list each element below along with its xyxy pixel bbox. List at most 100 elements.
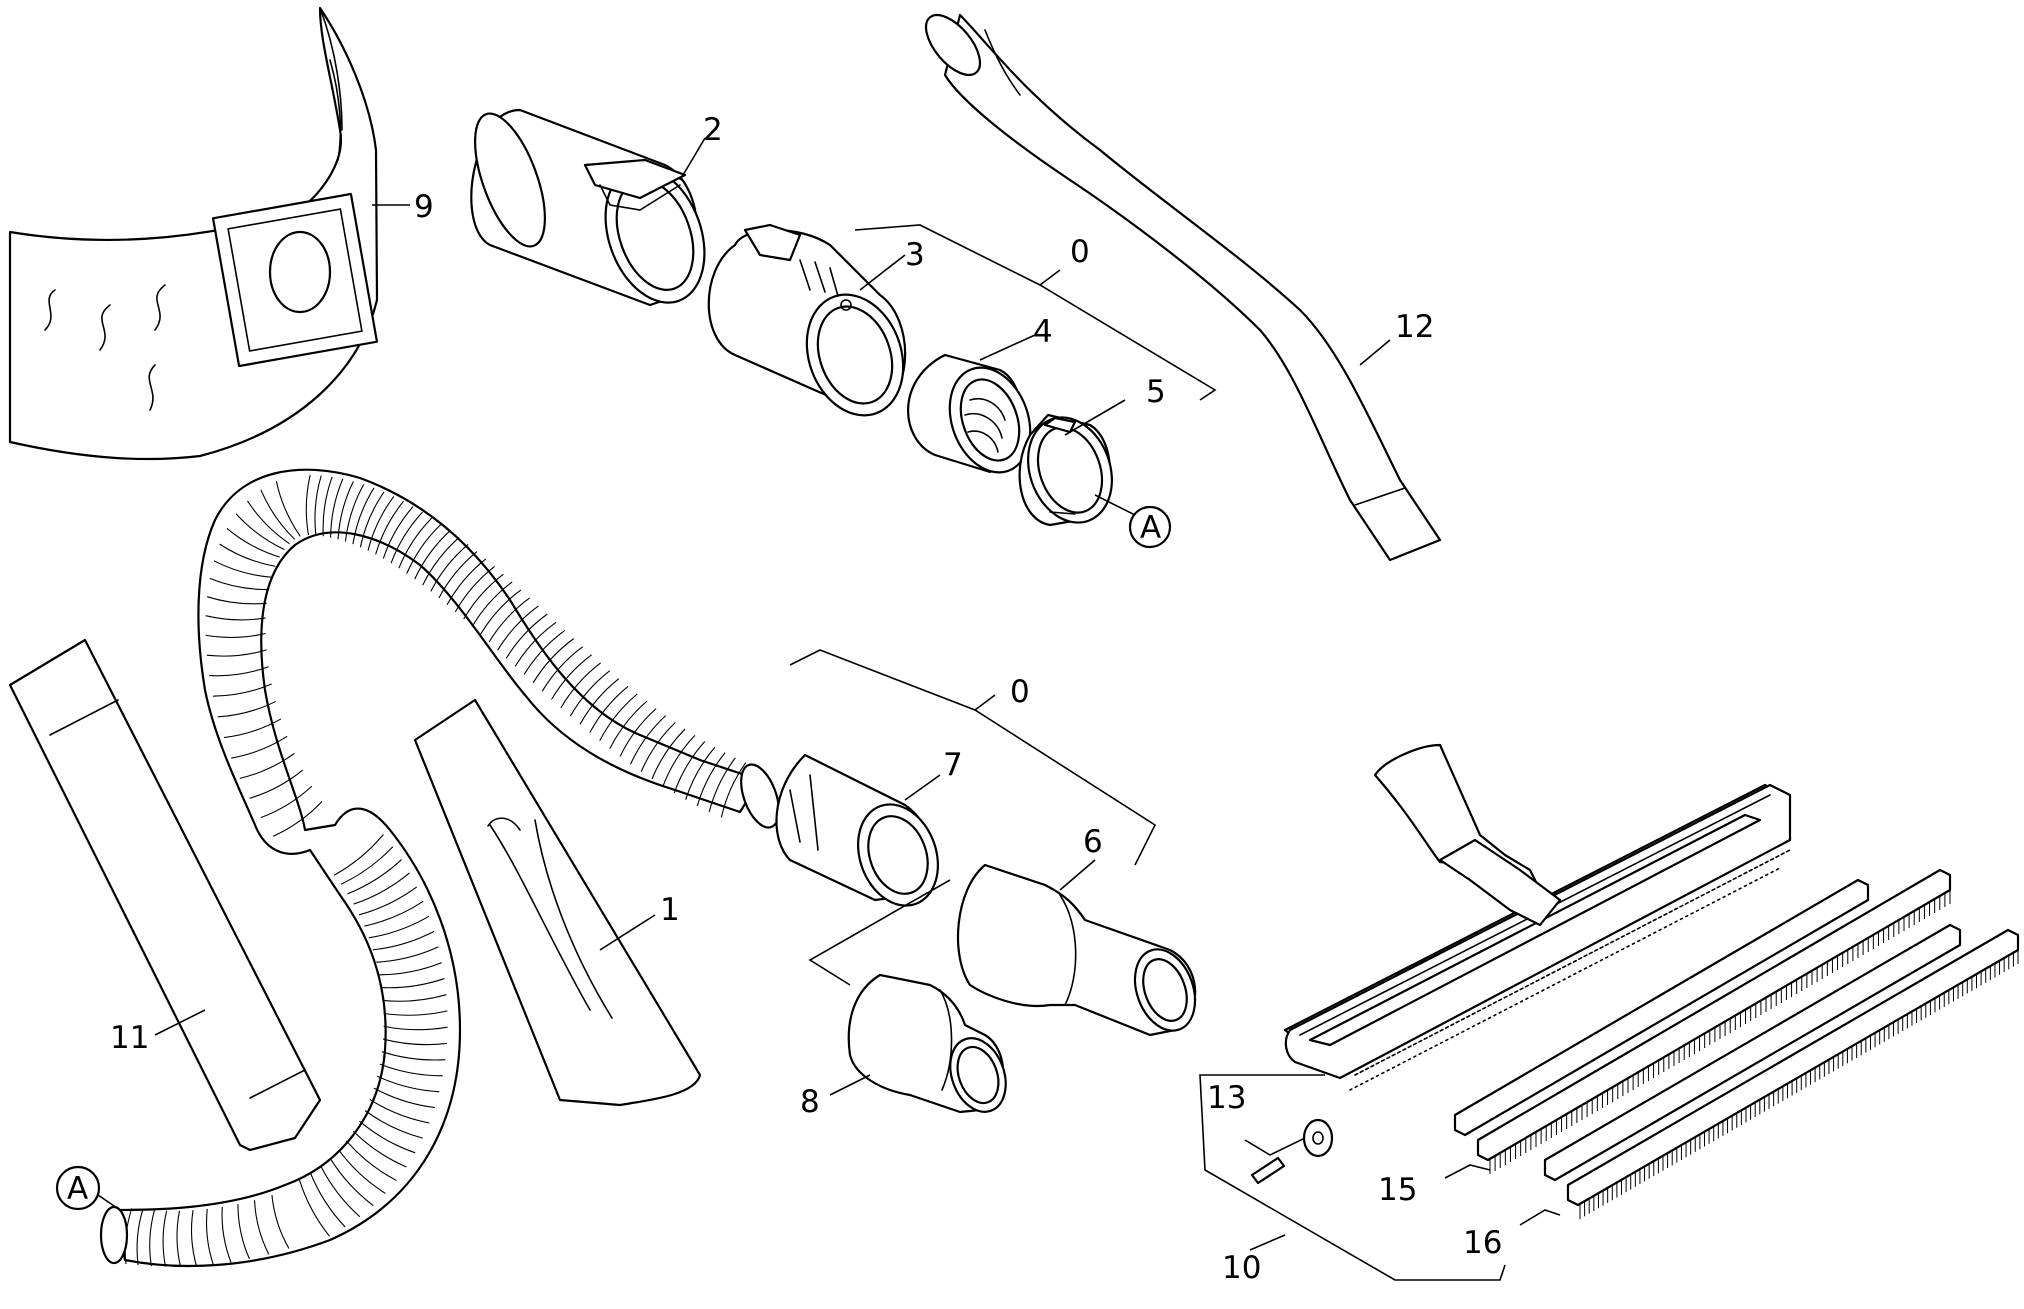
label-0-top: 0 <box>1070 234 1090 270</box>
adapter-part-2 <box>470 108 706 307</box>
hose-corrugation <box>651 728 686 780</box>
label-15: 15 <box>1378 1172 1417 1208</box>
hose-corrugation <box>560 662 601 709</box>
hose-corrugation <box>630 715 667 765</box>
hose-corrugation <box>378 962 442 976</box>
hose-corrugation <box>390 511 423 564</box>
hose-corrugation <box>541 646 583 692</box>
hose-corrugation <box>314 475 322 536</box>
hose-corrugation <box>662 735 696 787</box>
label-11: 11 <box>110 1020 149 1056</box>
hose-corrugation <box>359 1120 416 1154</box>
hose-corrugation <box>381 1051 446 1061</box>
hose-corrugation <box>708 757 736 813</box>
hose-corrugation <box>579 678 620 725</box>
hose-corrugation <box>231 735 288 759</box>
hose-corrugation <box>272 801 323 837</box>
hose-corrugation <box>696 752 726 807</box>
hose-corrugation <box>239 752 295 779</box>
hose-corrugation <box>480 589 522 635</box>
hose-corrugation <box>523 630 566 675</box>
hose-corrugation <box>514 621 557 667</box>
hose-corrugation <box>619 708 657 757</box>
hose-corrugation <box>454 566 495 613</box>
hose-corrugation <box>246 500 290 545</box>
hose-corrugation <box>221 1206 232 1263</box>
marker-a-bottom-text: A <box>67 1171 88 1207</box>
label-16: 16 <box>1463 1225 1502 1261</box>
hose-corrugation <box>249 769 303 799</box>
marker-a-top-text: A <box>1140 510 1161 546</box>
hose-corrugation <box>446 558 487 606</box>
label-5: 5 <box>1146 374 1166 410</box>
hose-corrugation <box>497 605 539 651</box>
hose-corrugation <box>253 1200 270 1255</box>
hose-corrugation <box>367 496 395 551</box>
hose-corrugation <box>364 900 424 927</box>
hose-corrugation <box>430 543 469 592</box>
label-1: 1 <box>660 892 680 928</box>
label-8: 8 <box>800 1084 820 1120</box>
hose-corrugation <box>569 670 611 717</box>
label-7: 7 <box>943 747 963 783</box>
hose-corrugation <box>322 476 333 537</box>
floor-nozzle-part-10 <box>1283 743 1792 1091</box>
hose-corrugation <box>414 530 451 580</box>
hose-corrugation <box>382 994 447 1002</box>
hose-corrugation <box>551 654 592 700</box>
hose-corrugation <box>382 1038 447 1046</box>
hose-corrugation <box>375 500 404 555</box>
hose-corrugation <box>685 746 716 800</box>
label-0-mid: 0 <box>1010 674 1030 710</box>
hose-corrugation <box>136 1209 144 1266</box>
hose-corrugation <box>383 1025 448 1031</box>
hose-corrugation <box>640 722 676 773</box>
hose-corrugation <box>377 1075 440 1093</box>
hose-corrugation <box>338 1149 386 1194</box>
label-2: 2 <box>703 112 723 148</box>
hose-corrugation <box>329 1157 374 1206</box>
label-13: 13 <box>1207 1080 1246 1116</box>
hose-corrugation <box>383 1010 448 1016</box>
hose-corrugation <box>330 478 344 538</box>
hose-corrugation <box>205 1208 214 1265</box>
label-9: 9 <box>414 189 434 225</box>
hose-corrugation <box>340 846 394 885</box>
hose-corrugation <box>149 1210 155 1267</box>
hose-corrugation <box>205 632 266 638</box>
hose-corrugation <box>379 1063 443 1077</box>
hose-corrugation <box>344 484 365 542</box>
label-12: 12 <box>1395 309 1434 345</box>
hose-corrugation <box>398 517 433 569</box>
label-4: 4 <box>1033 314 1053 350</box>
hose-corrugation <box>212 683 272 697</box>
label-3: 3 <box>905 237 925 273</box>
reducer-part-6 <box>956 863 1197 1037</box>
hose-corrugation <box>359 886 418 916</box>
hose-corrugation <box>162 1210 168 1267</box>
hose-corrugation <box>406 523 442 574</box>
hose-corrugation <box>219 543 276 567</box>
hose-corrugation <box>337 481 354 540</box>
clip-ring-part-5 <box>1018 413 1113 527</box>
hose-corrugation <box>369 1099 430 1124</box>
hose-corrugation <box>176 1210 182 1267</box>
hose-corrugation <box>345 1140 397 1182</box>
label-10: 10 <box>1222 1250 1261 1286</box>
hose-corrugation <box>235 513 285 551</box>
suction-tube-part-12 <box>924 13 1442 562</box>
hose-cuff-part-7 <box>775 753 939 907</box>
hose-corrugation <box>488 597 530 643</box>
hose-corrugation <box>206 649 267 657</box>
hose-corrugation <box>206 596 267 605</box>
hose-corrugation <box>368 915 430 939</box>
hose-corrugation <box>352 487 375 545</box>
marker-a-bottom: A <box>55 1165 101 1211</box>
hose-corrugation <box>347 859 402 895</box>
hose-corrugation <box>310 1173 346 1228</box>
hose-corrugation <box>305 474 311 536</box>
hose-corrugation <box>505 613 548 659</box>
hose-corrugation <box>373 1087 435 1109</box>
hose-corrugation <box>352 1130 407 1168</box>
